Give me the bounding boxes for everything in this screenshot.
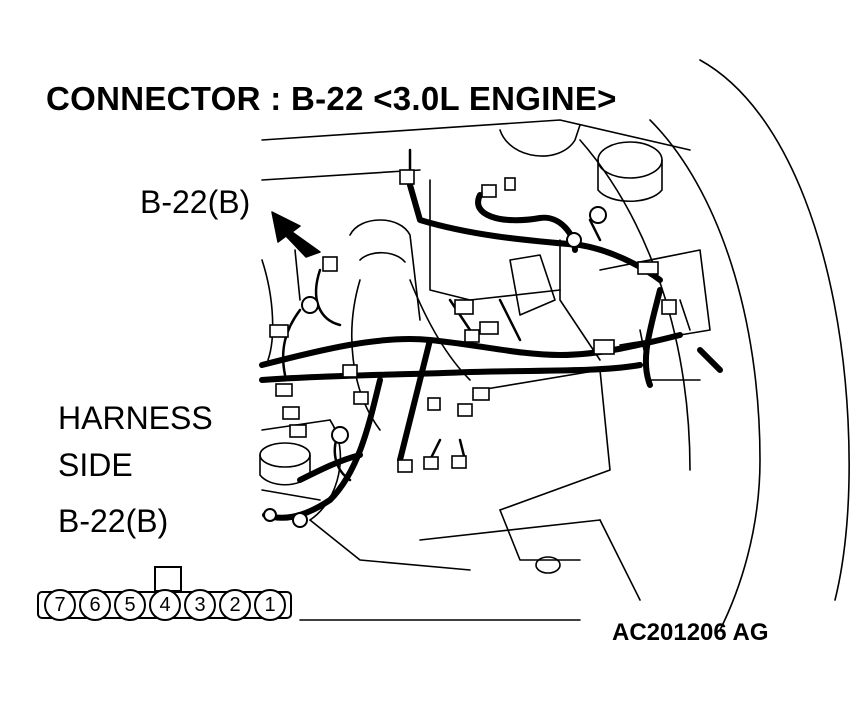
- connector-pin-number: 4: [159, 594, 171, 616]
- connector-callout-label: B-22(B): [140, 184, 251, 220]
- harness-connector-label: B-22(B): [58, 503, 169, 539]
- page-title: CONNECTOR : B-22 <3.0L ENGINE>: [46, 80, 617, 117]
- connector-pin-number: 5: [124, 594, 136, 616]
- connector-pin-number: 3: [194, 594, 206, 616]
- connector-pin-circle: [114, 589, 146, 621]
- connector-pin-circle: [184, 589, 216, 621]
- connector-pin-number: 1: [264, 594, 276, 616]
- harness-side-label-line1: HARNESS: [58, 400, 213, 436]
- connector-pin-number: 7: [54, 594, 66, 616]
- figure-code: AC201206 AG: [612, 619, 769, 646]
- connector-pin-number: 6: [89, 594, 101, 616]
- connector-pin-circle: [149, 589, 181, 621]
- connector-pin-circle: [79, 589, 111, 621]
- connector-pin-number: 2: [229, 594, 241, 616]
- connector-pin-circle: [219, 589, 251, 621]
- connector-pin-circle: [254, 589, 286, 621]
- connector-pin-circle: [44, 589, 76, 621]
- callout-arrow: [271, 211, 321, 258]
- harness-side-label-line2: SIDE: [58, 447, 133, 483]
